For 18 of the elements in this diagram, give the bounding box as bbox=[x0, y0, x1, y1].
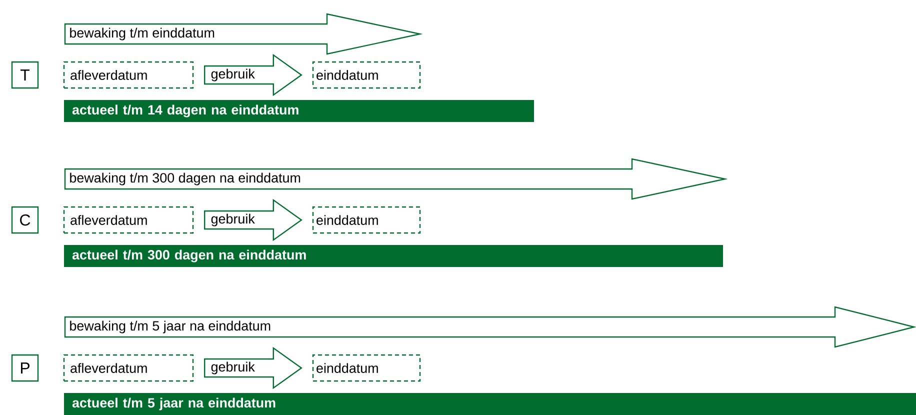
block-arrow bbox=[204, 346, 302, 390]
edge-label: gebruik bbox=[210, 360, 256, 376]
edge-label: gebruik bbox=[210, 68, 256, 82]
dashed-box: afleverdatum bbox=[63, 61, 194, 89]
timeline-bar: actueel t/m 5 jaar na einddatum bbox=[64, 393, 916, 415]
dashed-box: einddatum bbox=[312, 61, 421, 89]
dashed-box: afleverdatum bbox=[63, 354, 194, 382]
letter-box: T bbox=[11, 61, 39, 89]
edge-label: gebruik bbox=[210, 212, 256, 228]
timeline-bar: actueel t/m 14 dagen na einddatum bbox=[64, 100, 534, 122]
block-arrow bbox=[204, 54, 302, 96]
block-arrow bbox=[204, 198, 302, 242]
dashed-box: afleverdatum bbox=[63, 206, 194, 234]
dashed-box: einddatum bbox=[312, 354, 421, 382]
letter-box: P bbox=[11, 354, 39, 382]
letter-box: C bbox=[11, 206, 39, 234]
timeline-bar: actueel t/m 300 dagen na einddatum bbox=[64, 245, 723, 267]
dashed-box: einddatum bbox=[312, 206, 421, 234]
